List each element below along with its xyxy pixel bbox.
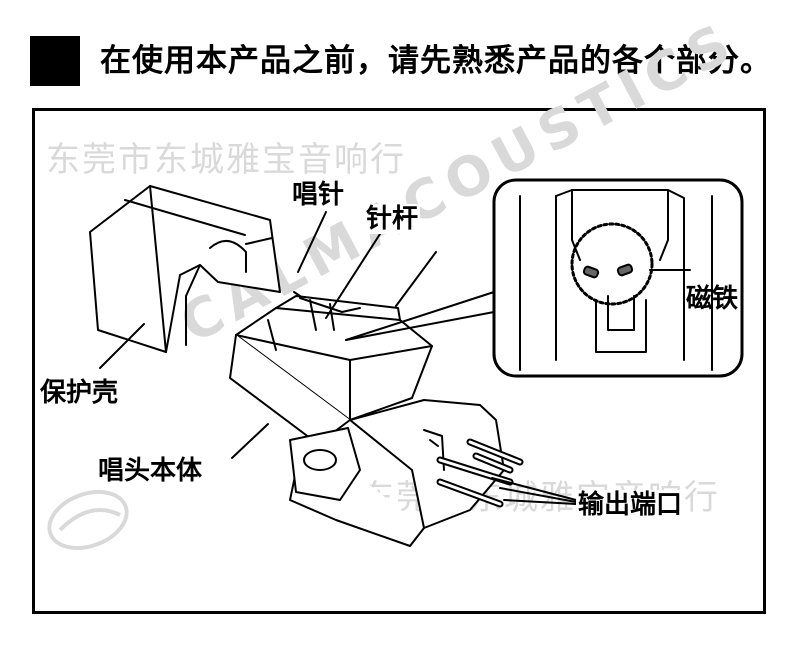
magnifier-callout [492,178,744,378]
label-magnet: 磁铁 [686,284,739,314]
watermark-logo [47,489,129,551]
leader-line-output-b [499,487,577,503]
output-pins-drawing [436,438,524,508]
page-title: 在使用本产品之前，请先熟悉产品的各个部分。 [100,43,772,79]
label-protective-cover: 保护壳 [38,378,121,408]
label-cartridge-body: 唱头本体 [96,456,205,486]
leader-line-cover [99,323,145,369]
watermark-text-top: 东莞市东城雅宝音响行 [46,140,406,180]
label-output-terminals: 输出端口 [576,490,685,520]
leader-line-cantilever [325,233,381,319]
cartridge-body-drawing [229,291,505,547]
protective-cover-drawing [89,185,281,353]
label-cantilever: 针杆 [364,204,421,234]
label-stylus: 唱针 [290,180,347,210]
diagram-frame [32,108,766,614]
leader-line-body [231,423,269,459]
leader-line-output-a [491,477,577,501]
leader-line-stylus [297,211,327,273]
leader-line-output-c [503,499,577,505]
black-square-marker [30,36,80,86]
header: 在使用本产品之前，请先熟悉产品的各个部分。 [30,30,772,92]
